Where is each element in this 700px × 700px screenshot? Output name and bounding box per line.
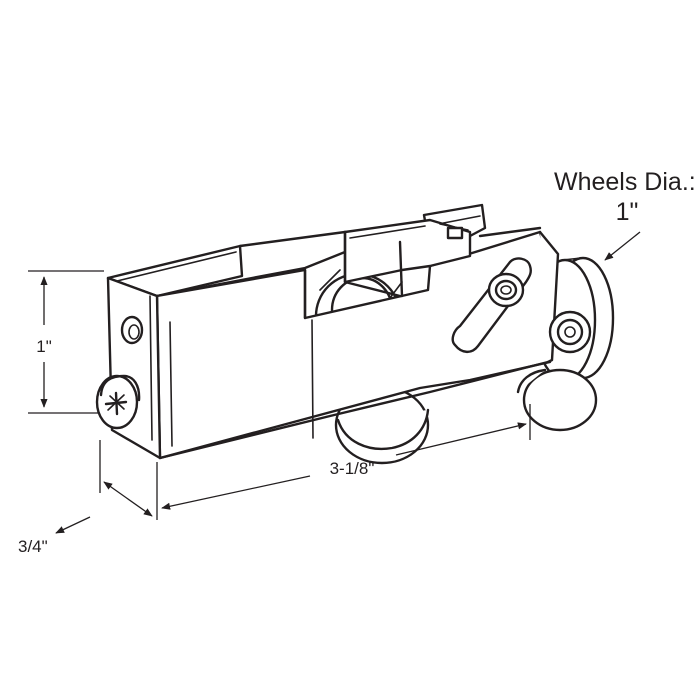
wheels-dia-title: Wheels Dia.: [554,168,696,196]
front-wheel-bottom [336,408,430,451]
dimension-length [156,404,531,520]
height-label: 1" [36,337,52,356]
adjustment-slot [451,257,532,354]
wheels-dia-value: 1" [616,198,639,226]
housing-body [106,230,560,460]
end-hole [120,315,144,345]
roller-assembly [95,203,615,465]
length-label: 3-1/8" [330,459,375,478]
top-bridge [343,218,472,298]
dimension-wheel-diameter [604,231,641,261]
width-label: 3/4" [18,537,48,556]
dimension-height [28,270,104,414]
adjustment-screw [95,374,141,430]
right-wheel [516,368,598,432]
wheel-hub [548,310,592,354]
dimension-width [55,440,153,534]
